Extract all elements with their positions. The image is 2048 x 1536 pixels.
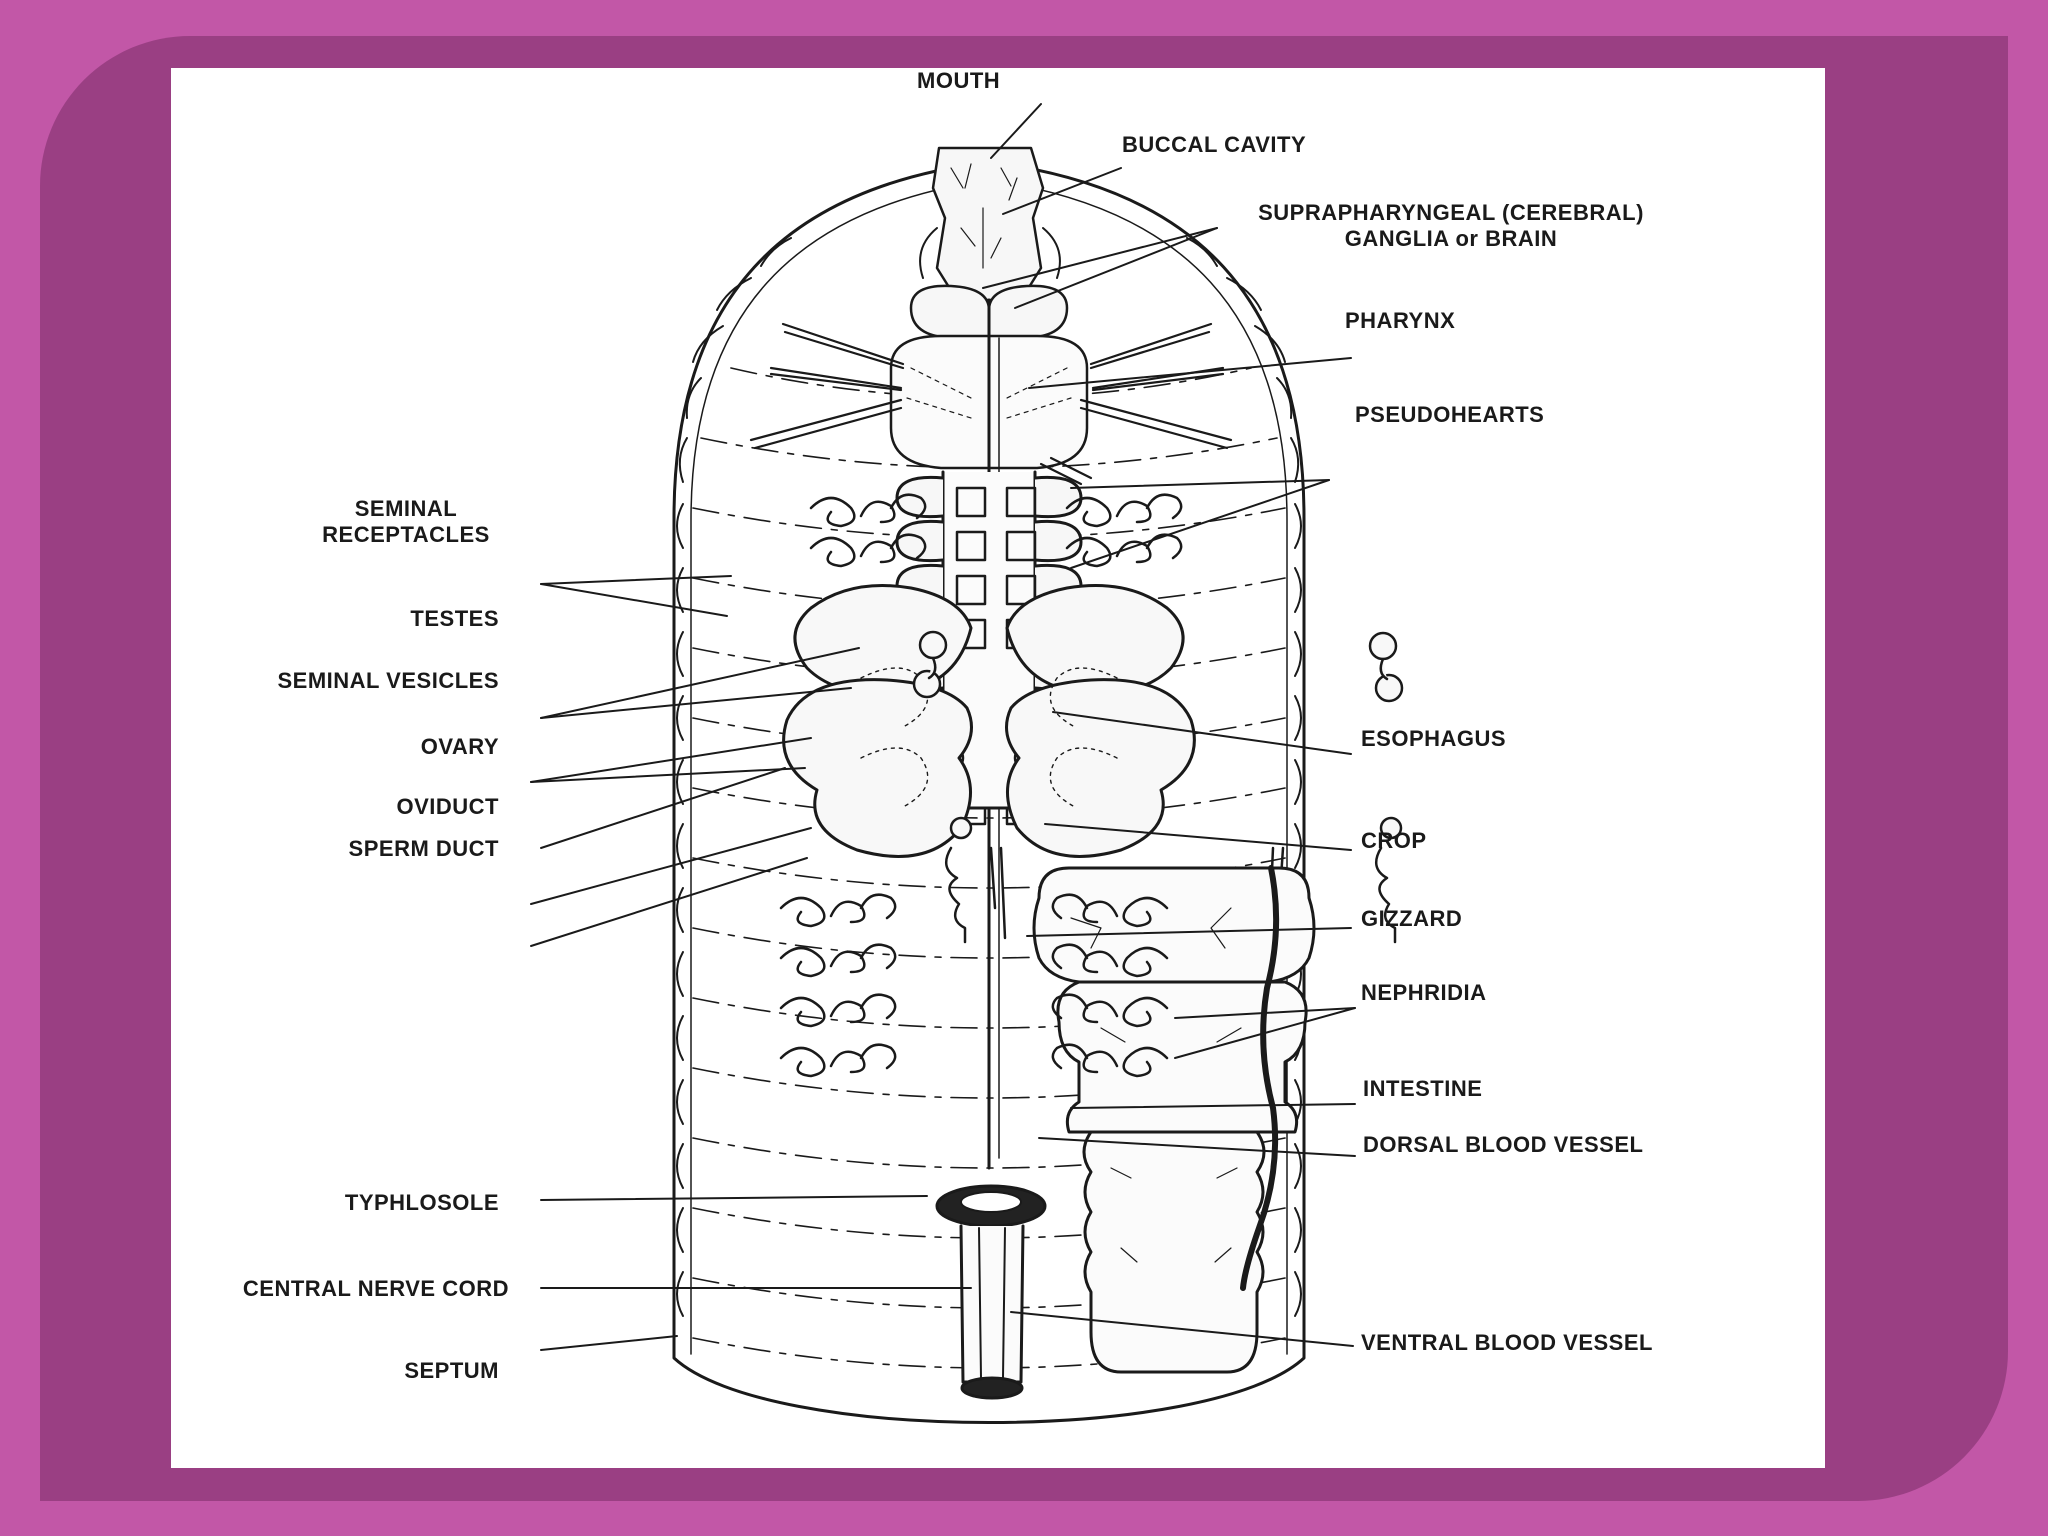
- label-testes: TESTES: [410, 606, 499, 631]
- seminal-vesicle-left-lower: [782, 678, 973, 858]
- label-dorsal-blood-vessel: DORSAL BLOOD VESSEL: [1363, 1132, 1644, 1157]
- intestine-shape: [1082, 1130, 1266, 1374]
- seminal-receptacles: [912, 630, 1404, 703]
- label-central-nerve-cord: CENTRAL NERVE CORD: [242, 1276, 509, 1301]
- label-seminal-vesicles: SEMINAL VESICLES: [277, 668, 499, 693]
- pharynx-nerves-and-dilators: [749, 322, 1233, 486]
- label-esophagus: ESOPHAGUS: [1361, 726, 1507, 751]
- nephridia: [779, 493, 1183, 1078]
- label-nephridia: NEPHRIDIA: [1361, 980, 1487, 1005]
- right-segment-ridges: [1186, 237, 1302, 1317]
- pharynx-side-lobes: [919, 227, 1061, 279]
- buccal-cavity-texture: [950, 163, 1018, 269]
- ovary-and-oviduct-left: [944, 816, 1007, 944]
- gut-lateral-vessel: [1240, 865, 1280, 1291]
- label-oviduct: OVIDUCT: [396, 794, 499, 819]
- label-crop: CROP: [1361, 828, 1427, 853]
- ventral-vessel-end: [960, 1376, 1024, 1400]
- label-seminal-receptacles-line2: RECEPTACLES: [322, 522, 490, 547]
- label-brain-line1: SUPRAPHARYNGEAL (CEREBRAL): [1258, 200, 1644, 225]
- leader-lines: [530, 103, 1356, 1351]
- label-buccal-cavity: BUCCAL CAVITY: [1122, 132, 1307, 157]
- label-typhlosole: TYPHLOSOLE: [344, 1190, 499, 1215]
- label-gizzard: GIZZARD: [1361, 906, 1463, 931]
- ventral-vessel-tube: [959, 1224, 1025, 1384]
- label-pseudohearts: PSEUDOHEARTS: [1355, 402, 1545, 427]
- label-pharynx: PHARYNX: [1345, 308, 1456, 333]
- left-segment-ridges: [676, 237, 792, 1317]
- seminal-vesicle-right-lower: [1005, 678, 1196, 858]
- label-intestine: INTESTINE: [1363, 1076, 1483, 1101]
- pharynx-muscles: [906, 367, 1072, 419]
- typhlosole-fold: [960, 1191, 1022, 1213]
- label-ventral-blood-vessel: VENTRAL BLOOD VESSEL: [1361, 1330, 1653, 1355]
- nerve-cord-lines: [978, 1227, 1006, 1379]
- gut-texture: [1070, 907, 1242, 1263]
- label-sperm-duct: SPERM DUCT: [348, 836, 499, 861]
- label-septum: SEPTUM: [404, 1358, 499, 1383]
- label-brain-line2: GANGLIA or BRAIN: [1344, 226, 1558, 251]
- diagram-panel: MOUTH BUCCAL CAVITY SUPRAPHARYNGEAL (CER…: [171, 68, 1825, 1468]
- label-ovary: OVARY: [420, 734, 499, 759]
- earthworm-anatomy-diagram: [530, 103, 1404, 1424]
- label-seminal-receptacles-line1: SEMINAL: [354, 496, 458, 521]
- label-mouth: MOUTH: [917, 68, 1001, 93]
